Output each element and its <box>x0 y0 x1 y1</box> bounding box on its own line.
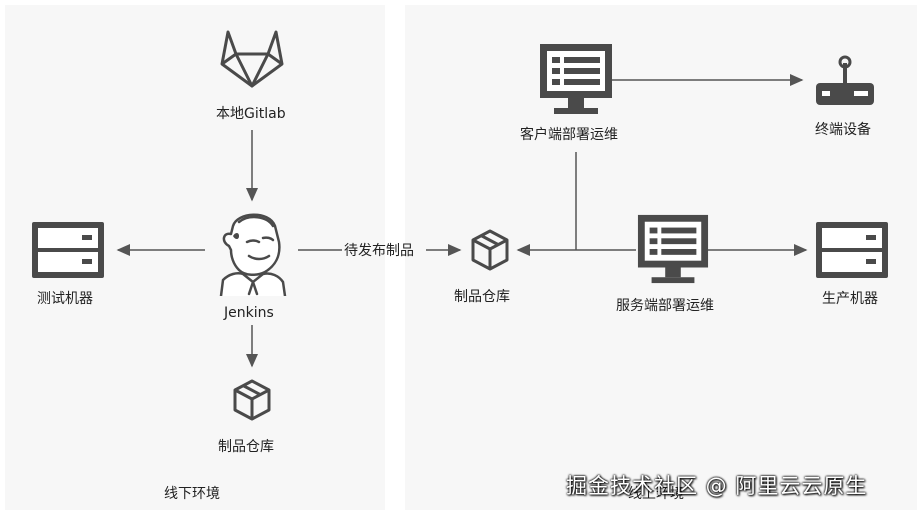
gitlab-label: 本地Gitlab <box>216 106 286 122</box>
jenkins-label: Jenkins <box>224 305 274 321</box>
terminal-device-label: 终端设备 <box>815 122 871 138</box>
gitlab-icon <box>218 28 286 90</box>
package-icon <box>470 228 510 272</box>
repo-left-label: 制品仓库 <box>218 439 274 455</box>
offline-zone-label: 线下环境 <box>164 486 220 502</box>
router-icon <box>814 55 876 107</box>
server-ops-label: 服务端部署运维 <box>616 298 714 314</box>
online-zone-label: 线上环境 <box>628 486 684 502</box>
client-ops-label: 客户端部署运维 <box>520 127 618 143</box>
monitor-icon <box>538 42 614 116</box>
monitor-icon <box>636 212 710 286</box>
watermark: 掘金技术社区 @ 阿里云云原生 <box>566 474 868 498</box>
server-icon <box>30 220 106 280</box>
package-icon <box>232 378 272 422</box>
server-icon <box>814 220 890 280</box>
jenkins-icon <box>209 202 297 298</box>
repo-middle-label: 制品仓库 <box>454 289 510 305</box>
prod-machine-label: 生产机器 <box>822 291 878 307</box>
pending-artifact-label: 待发布制品 <box>344 243 414 259</box>
test-machine-label: 测试机器 <box>37 291 93 307</box>
